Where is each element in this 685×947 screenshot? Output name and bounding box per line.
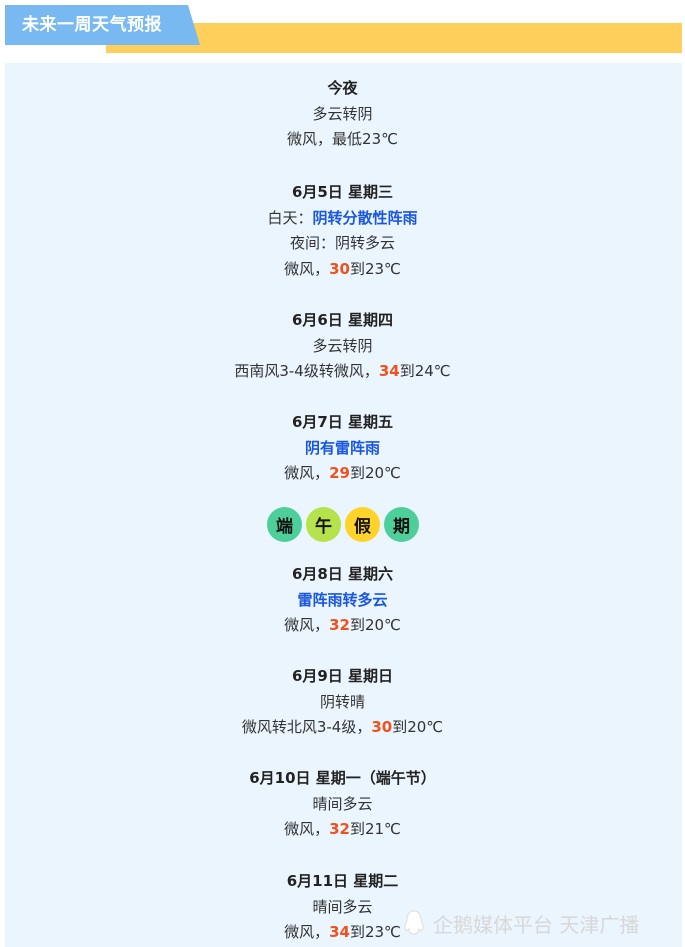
- wind-text: 微风，: [284, 259, 330, 278]
- weather-text: 晴间多云: [312, 794, 373, 813]
- holiday-badge: 端 午 假 期: [267, 507, 419, 542]
- low-temp: 到24℃: [399, 362, 451, 380]
- wind-temp: 微风，30到23℃: [0, 257, 685, 283]
- forecast-day-0610: 6月10日 星期一（端午节） 晴间多云 微风，32到21℃: [0, 766, 685, 843]
- day-title: 6月11日 星期二: [286, 872, 399, 890]
- holiday-char-jia: 假: [345, 507, 380, 542]
- high-temp: 30: [371, 718, 393, 736]
- weather-text: 雷阵雨转多云: [297, 590, 388, 609]
- forecast-day-0609: 6月9日 星期日 阴转晴 微风转北风3-4级，30到20℃: [0, 664, 685, 741]
- holiday-char-qi: 期: [384, 507, 419, 542]
- high-temp: 32: [329, 820, 350, 838]
- wind-text: 微风，: [284, 464, 330, 482]
- forecast-panel: [5, 63, 682, 947]
- day-title: 6月8日 星期六: [291, 565, 394, 583]
- low-temp: 到23℃: [349, 923, 401, 941]
- watermark-text: 企鹅媒体平台 天津广播: [433, 912, 640, 937]
- forecast-day-0606: 6月6日 星期四 多云转阴 西南风3-4级转微风，34到24℃: [0, 308, 685, 385]
- daytime-label: 白天：: [267, 208, 313, 227]
- wind-temp: 微风转北风3-4级，30到20℃: [0, 715, 685, 741]
- wind-text: 西南风3-4级转微风，: [234, 362, 379, 380]
- daytime-weather: 白天：阴转分散性阵雨: [0, 206, 685, 232]
- wind-temp: 微风，34到23℃: [0, 920, 685, 946]
- high-temp: 30: [329, 259, 350, 278]
- forecast-day-0605: 6月5日 星期三 白天：阴转分散性阵雨 夜间：阴转多云 微风，30到23℃: [0, 180, 685, 282]
- weather-text: 晴间多云: [312, 897, 373, 916]
- weather-text: 阴转晴: [319, 692, 365, 711]
- weather-text: 多云转阴: [312, 104, 373, 123]
- forecast-day-0611: 6月11日 星期二 晴间多云 微风，34到23℃: [0, 869, 685, 946]
- high-temp: 29: [329, 464, 350, 482]
- wind-temp: 微风，29到20℃: [0, 461, 685, 487]
- weather-text: 阴有雷阵雨: [304, 438, 380, 457]
- day-title: 6月7日 星期五: [291, 413, 394, 431]
- forecast-tonight: 今夜 多云转阴 微风，最低23℃: [0, 76, 685, 153]
- low-temp: 到23℃: [349, 259, 401, 278]
- wind-temp: 西南风3-4级转微风，34到24℃: [0, 359, 685, 385]
- day-title: 6月10日 星期一（端午节）: [249, 769, 436, 787]
- high-temp: 32: [329, 616, 350, 634]
- wind-temp-text: 微风，最低23℃: [287, 130, 398, 148]
- banner-blue-tab: [5, 5, 200, 45]
- wind-text: 微风，: [284, 820, 330, 838]
- low-temp: 到21℃: [349, 820, 401, 838]
- day-title: 6月6日 星期四: [291, 311, 394, 329]
- day-title: 今夜: [327, 79, 358, 97]
- high-temp: 34: [329, 923, 350, 941]
- weather-text: 多云转阴: [312, 336, 373, 355]
- forecast-day-0608: 6月8日 星期六 雷阵雨转多云 微风，32到20℃: [0, 562, 685, 639]
- low-temp: 到20℃: [392, 718, 444, 736]
- wind-temp: 微风，32到21℃: [0, 817, 685, 843]
- holiday-char-wu: 午: [306, 507, 341, 542]
- daytime-weather-value: 阴转分散性阵雨: [312, 208, 418, 227]
- low-temp: 到20℃: [349, 464, 401, 482]
- banner-yellow-bar: [106, 23, 682, 53]
- holiday-char-duan: 端: [267, 507, 302, 542]
- day-title: 6月9日 星期日: [291, 667, 394, 685]
- high-temp: 34: [378, 362, 400, 380]
- banner-title: 未来一周天气预报: [22, 15, 162, 35]
- wind-text: 微风，: [284, 616, 330, 634]
- wind-text: 微风转北风3-4级，: [241, 718, 372, 736]
- wind-text: 微风，: [284, 923, 330, 941]
- forecast-day-0607: 6月7日 星期五 阴有雷阵雨 微风，29到20℃: [0, 410, 685, 487]
- watermark: 企鹅媒体平台 天津广播: [403, 905, 639, 941]
- wind-temp: 微风，32到20℃: [0, 613, 685, 639]
- day-title: 6月5日 星期三: [291, 183, 394, 201]
- low-temp: 到20℃: [349, 616, 401, 634]
- penguin-icon: [403, 909, 425, 937]
- section-banner: 未来一周天气预报: [0, 0, 685, 60]
- night-weather: 夜间：阴转多云: [289, 234, 395, 252]
